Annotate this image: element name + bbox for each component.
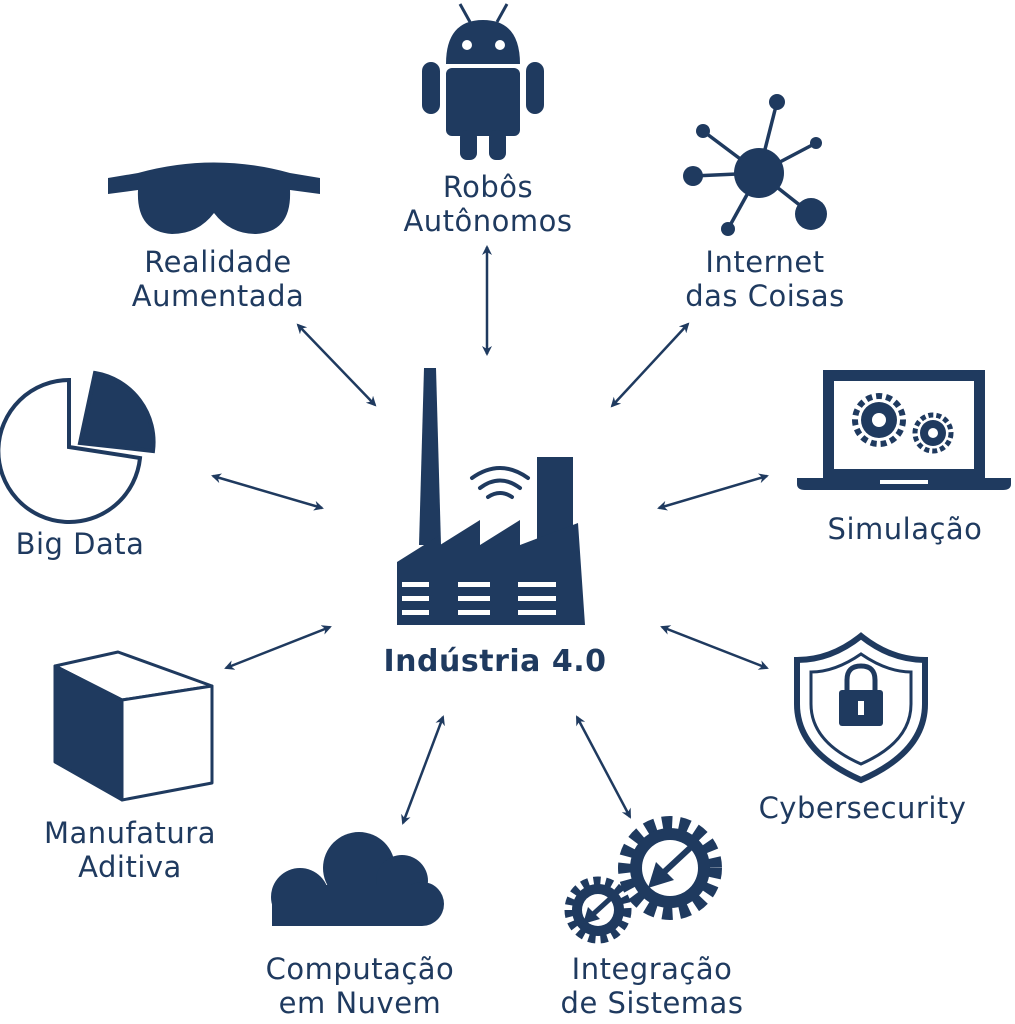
arrow-integracao: [575, 715, 632, 819]
label-iot: Internet das Coisas: [685, 245, 845, 313]
laptop-gears-icon: [797, 370, 1011, 490]
cloud-icon: [271, 832, 444, 926]
pie-chart-icon: [0, 370, 156, 524]
arrow-iot: [610, 322, 690, 408]
arrow-computacao: [401, 715, 445, 825]
wifi-icon: [470, 466, 530, 499]
arrow-realidade: [296, 323, 377, 407]
vr-goggles-icon: [108, 162, 320, 234]
connectors: [211, 245, 769, 825]
factory-icon: [397, 368, 585, 625]
robot-icon: [422, 3, 544, 160]
cube-icon: [53, 650, 214, 802]
label-bigdata: Big Data: [15, 527, 145, 561]
shield-lock-icon: [794, 632, 928, 784]
label-computacao: Computação em Nuvem: [265, 952, 455, 1020]
label-manufatura: Manufatura Aditiva: [44, 816, 216, 884]
label-realidade: Realidade Aumentada: [131, 245, 305, 313]
label-integracao: Integração de Sistemas: [560, 952, 744, 1020]
gears-arrow-icon: [564, 816, 722, 944]
arrow-cyber: [660, 625, 769, 670]
label-robos: Robôs Autônomos: [403, 170, 573, 238]
arrow-manufatura: [224, 625, 332, 670]
network-nodes-icon: [683, 94, 827, 236]
arrow-bigdata: [211, 473, 324, 511]
label-industria: Indústria 4.0: [383, 644, 607, 679]
label-simulacao: Simulação: [827, 512, 983, 546]
label-cyber: Cybersecurity: [758, 791, 967, 825]
arrow-simulacao: [657, 473, 769, 511]
